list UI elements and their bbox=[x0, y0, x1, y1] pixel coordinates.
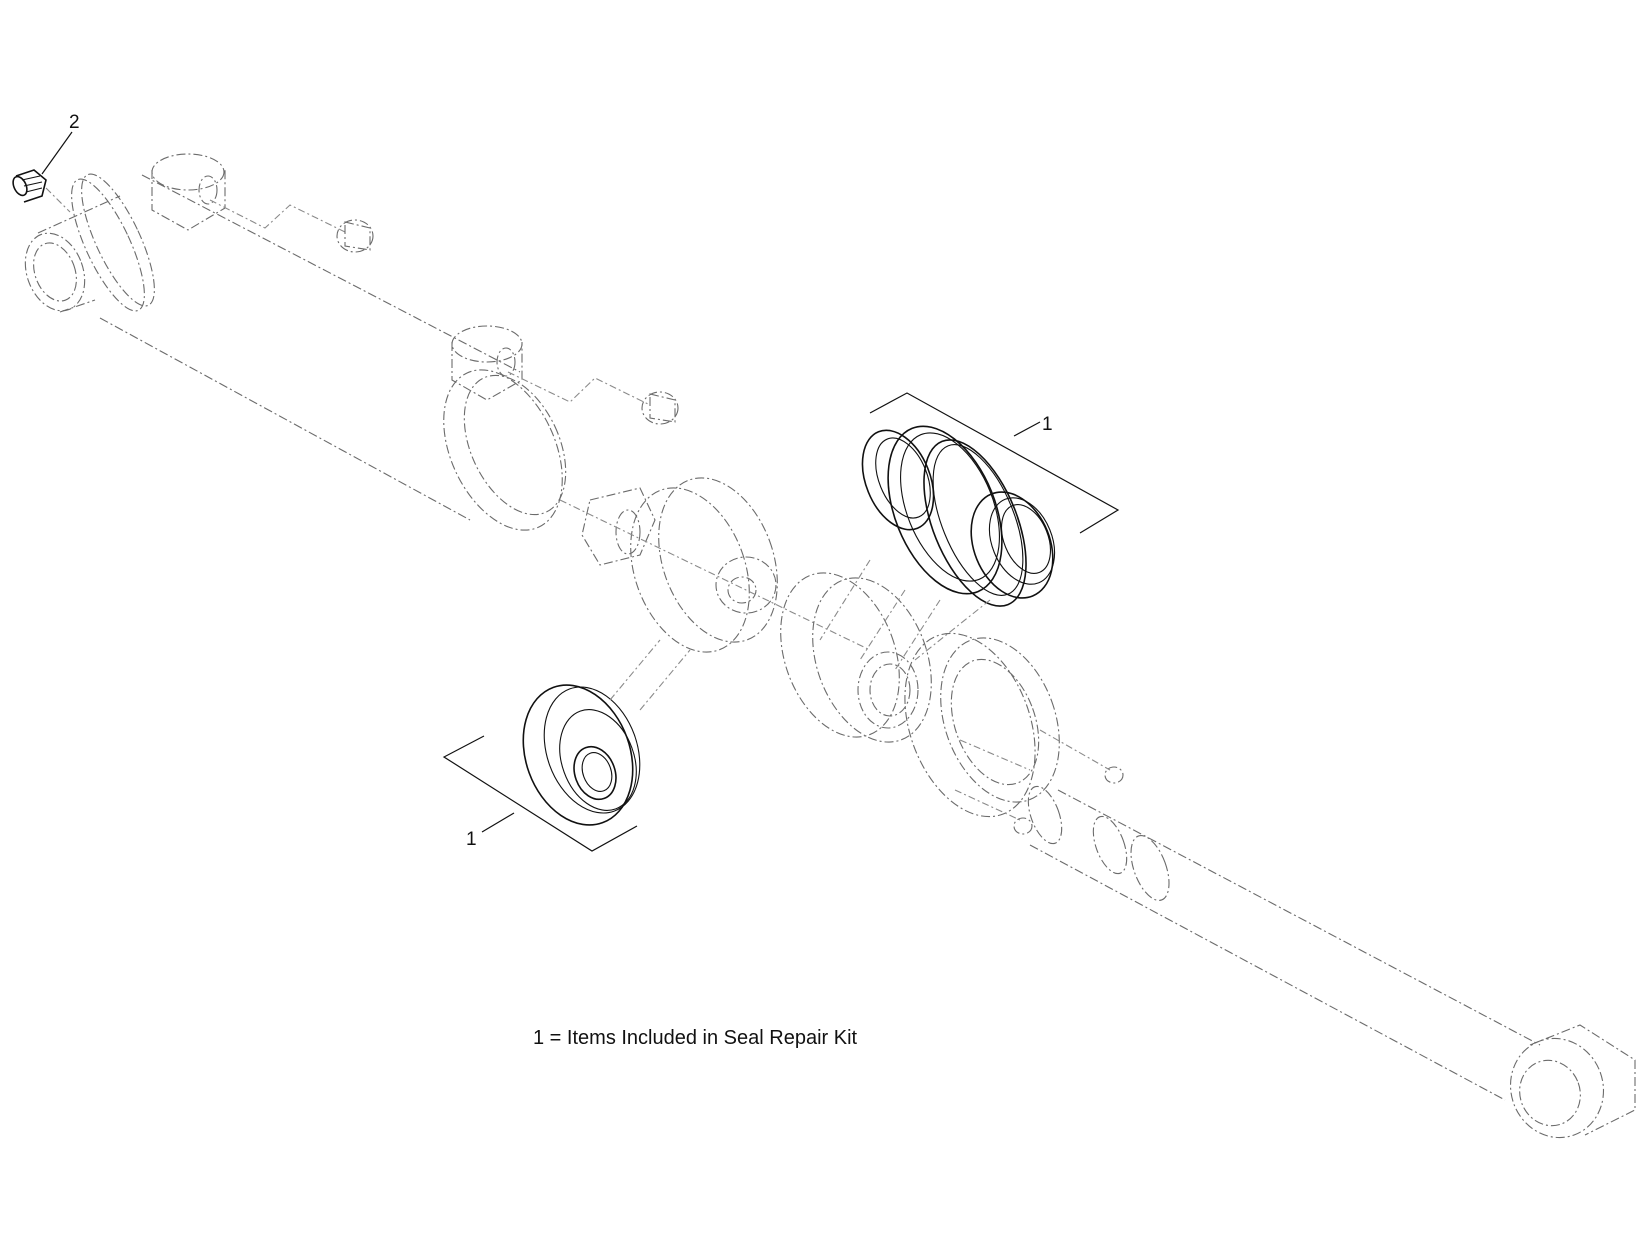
rod-gland bbox=[780, 572, 932, 743]
callout-1-top: 1 bbox=[869, 392, 1120, 534]
piston bbox=[559, 477, 871, 653]
callout-1-bottom: 1 bbox=[442, 735, 638, 852]
seal-kit-note: 1 = Items Included in Seal Repair Kit bbox=[533, 1027, 858, 1049]
callout-label-1-top: 1 bbox=[1042, 414, 1053, 435]
seal-kit-bottom bbox=[522, 639, 691, 826]
callout-label-1-bottom: 1 bbox=[466, 829, 477, 850]
seal-kit-top bbox=[819, 425, 1056, 671]
callout-2: 2 bbox=[41, 112, 80, 175]
gland-housing bbox=[904, 632, 1124, 835]
rod-end-clevis bbox=[1509, 1024, 1636, 1139]
piston-rod bbox=[1027, 785, 1541, 1101]
callout-label-2: 2 bbox=[69, 112, 80, 133]
rod-nut bbox=[581, 487, 656, 566]
grease-fitting bbox=[12, 169, 71, 213]
cylinder-barrel bbox=[24, 153, 679, 531]
